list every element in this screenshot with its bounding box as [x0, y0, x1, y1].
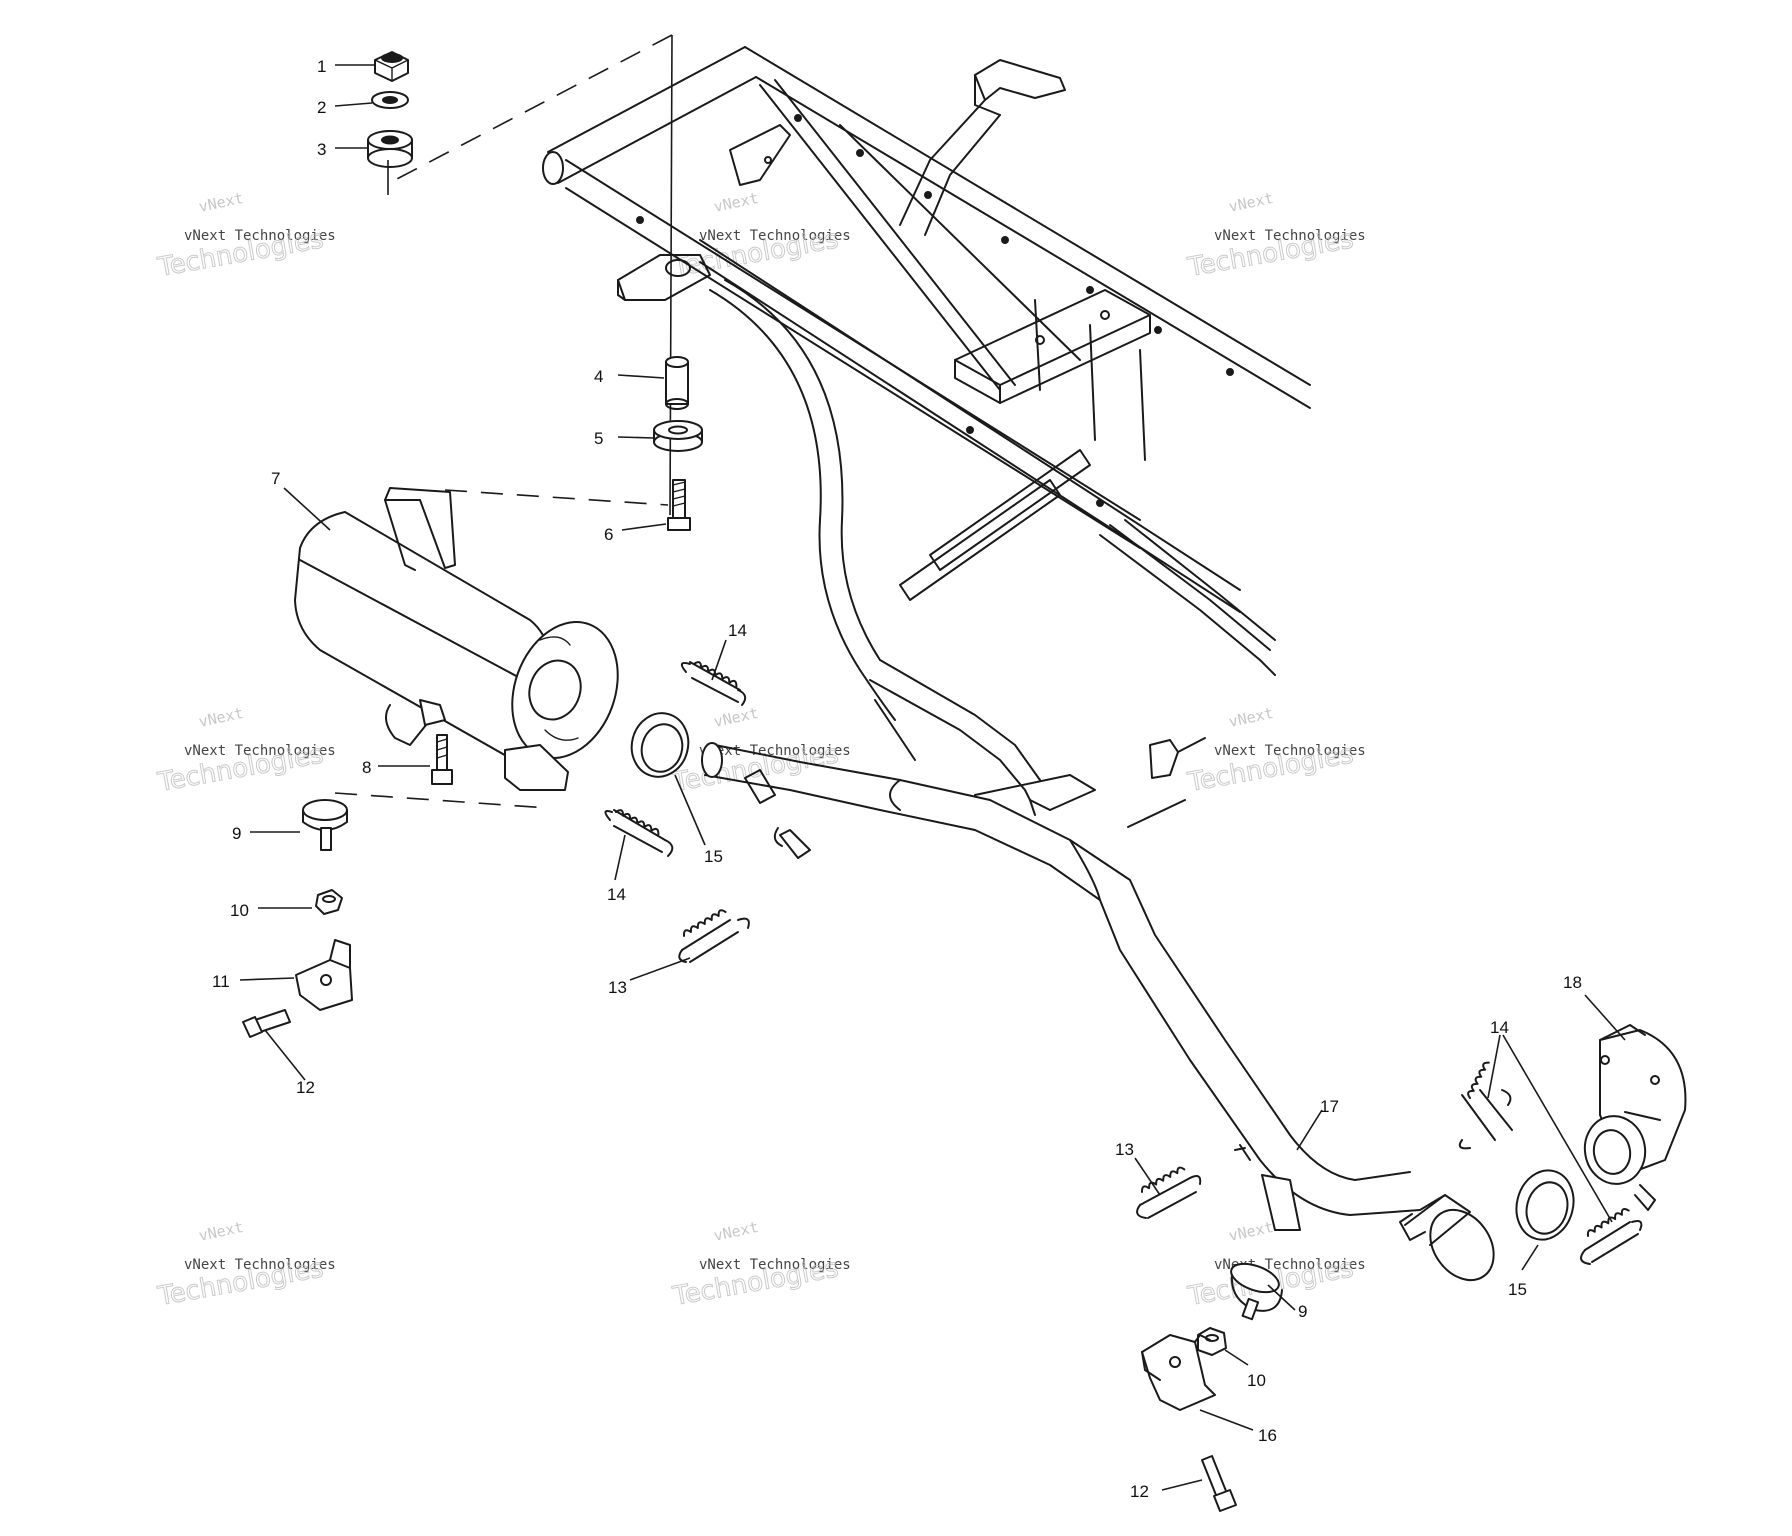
watermark-line1: vNext: [197, 189, 245, 216]
watermark-line2: vNext Technologies: [699, 228, 851, 244]
part-washer: [371, 91, 409, 109]
part-seal-right: [1515, 1169, 1575, 1241]
part-seal-left: [630, 712, 690, 778]
callout-15: 15: [1508, 1280, 1527, 1299]
part-exhaust-pipe: [701, 742, 1495, 1282]
part-grommet: [367, 130, 413, 168]
watermark-line2: vNext Technologies: [699, 743, 851, 759]
part-spring-right-lower: [1136, 1166, 1202, 1219]
watermark-line1: vNext: [197, 1218, 245, 1245]
watermark-line1: vNext: [712, 704, 760, 731]
watermark: vNext vNext Technologies Technologies: [670, 1218, 851, 1313]
part-bolt: [667, 479, 691, 531]
part-bracket-right: [1141, 1334, 1216, 1411]
callout-17: 17: [1320, 1097, 1339, 1116]
watermark-line2: vNext Technologies: [699, 1257, 851, 1273]
part-muffler: [294, 487, 619, 791]
part-spring-far-right: [1580, 1207, 1643, 1265]
part-isolator-right: [1230, 1262, 1283, 1321]
callout-9: 9: [232, 824, 241, 843]
callout-7: 7: [271, 469, 280, 488]
part-exhaust-manifold: [1583, 1024, 1687, 1211]
watermark: vNext vNext Technologies Technologies: [155, 704, 336, 799]
watermark: vNext vNext Technologies Technologies: [1185, 704, 1366, 799]
callout-1: 1: [317, 57, 326, 76]
callout-14: 14: [607, 885, 626, 904]
assembly-dashed-line: [334, 792, 549, 809]
watermark-line1: vNext: [1227, 1218, 1275, 1245]
callout-18: 18: [1563, 973, 1582, 992]
callout-10: 10: [1247, 1371, 1266, 1390]
assembly-dashed-line: [444, 489, 669, 506]
part-nut-right: [1197, 1327, 1227, 1356]
assembly-dashed-line: [394, 34, 673, 181]
watermark: vNext vNext Technologies Technologies: [1185, 1218, 1366, 1313]
watermark-line2: vNext Technologies: [1214, 228, 1366, 244]
watermark-line1: vNext: [712, 189, 760, 216]
watermark: vNext vNext Technologies Technologies: [155, 189, 336, 284]
callout-16: 16: [1258, 1426, 1277, 1445]
part-grommet-lower: [653, 420, 703, 452]
callout-12: 12: [296, 1078, 315, 1097]
callout-2: 2: [317, 98, 326, 117]
vehicle-frame: [542, 46, 1311, 828]
callout-13: 13: [608, 978, 627, 997]
part-bolt-muffler: [431, 734, 453, 785]
callout-12: 12: [1130, 1482, 1149, 1501]
part-spring-upper: [680, 661, 747, 706]
watermark: vNext vNext Technologies Technologies: [155, 1218, 336, 1313]
watermark-line1: vNext: [1227, 704, 1275, 731]
watermark-line2: vNext Technologies: [184, 1257, 336, 1273]
watermark-line1: vNext: [197, 704, 245, 731]
callout-6: 6: [604, 525, 613, 544]
watermark: vNext vNext Technologies Technologies: [1185, 189, 1366, 284]
watermark-line1: vNext: [712, 1218, 760, 1245]
part-bolt-short: [242, 1009, 291, 1038]
part-bolt-right: [1201, 1455, 1237, 1512]
part-nut-small: [315, 889, 343, 915]
part-spring-lower: [678, 909, 750, 963]
watermark-line1: vNext: [1227, 189, 1275, 216]
watermark: vNext vNext Technologies Technologies: [670, 189, 851, 284]
callout-15: 15: [704, 847, 723, 866]
callout-labels: 1 2 3 4 5 6 7 8 9 10 11 12 13 14 14 15 1…: [212, 57, 1582, 1501]
callout-4: 4: [594, 367, 603, 386]
callout-9: 9: [1298, 1302, 1307, 1321]
callout-14: 14: [728, 621, 747, 640]
callout-3: 3: [317, 140, 326, 159]
callout-5: 5: [594, 429, 603, 448]
callout-14: 14: [1490, 1018, 1509, 1037]
watermark-line2: vNext Technologies: [184, 743, 336, 759]
assembly-axis-line: [669, 34, 673, 516]
watermark-line2: vNext Technologies: [1214, 743, 1366, 759]
part-isolator: [302, 799, 348, 851]
part-bracket: [295, 939, 353, 1011]
part-nut: [374, 51, 409, 82]
callout-13: 13: [1115, 1140, 1134, 1159]
callout-8: 8: [362, 758, 371, 777]
watermark-line2: vNext Technologies: [184, 228, 336, 244]
watermarks: vNext vNext Technologies Technologies vN…: [155, 189, 1366, 1313]
callout-11: 11: [212, 972, 230, 991]
part-spring-right-upper: [1458, 1061, 1513, 1150]
callout-10: 10: [230, 901, 249, 920]
part-spacer: [665, 356, 689, 410]
leader-lines: [239, 64, 1626, 1491]
part-spring-mid: [604, 809, 674, 857]
